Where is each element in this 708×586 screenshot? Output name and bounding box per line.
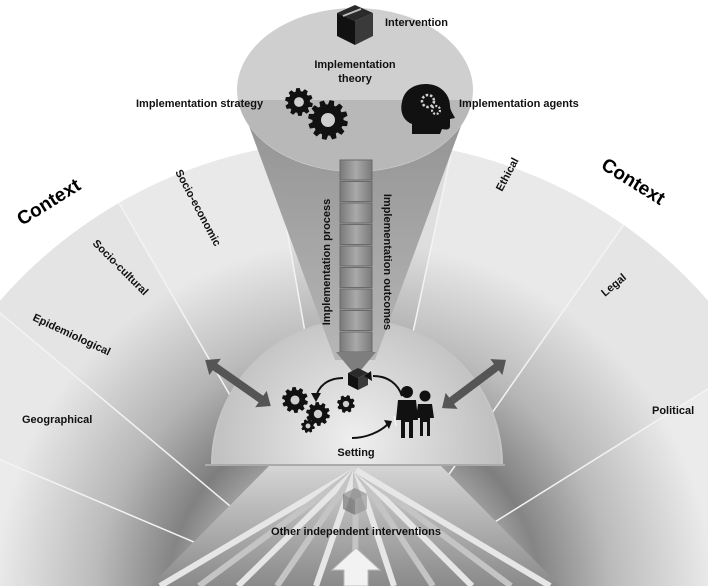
gear: [285, 88, 313, 116]
sector-divider: [0, 311, 232, 508]
bottom-ray: [197, 467, 358, 586]
process-block: [339, 181, 373, 202]
bottom-ray: [353, 468, 436, 586]
gears-icon: [282, 387, 355, 433]
outcomes-label: Implementation outcomes: [381, 194, 393, 330]
gear: [306, 402, 330, 426]
strategy-label: Implementation strategy: [136, 98, 264, 110]
gear: [301, 419, 315, 433]
box-icon: [348, 368, 368, 390]
process-block: [339, 202, 373, 224]
bottom-ray: [235, 467, 359, 586]
process-block: [339, 310, 373, 331]
bottom-ray: [354, 467, 513, 586]
process-block: [339, 224, 373, 245]
agents-label: Implementation agents: [459, 98, 579, 110]
box-icon: [337, 5, 373, 45]
bottom-ray: [353, 467, 475, 586]
process-block: [339, 267, 373, 288]
context-title-left: Context: [14, 175, 86, 231]
segment-political: Political: [652, 405, 694, 417]
bottom-ray: [313, 469, 359, 586]
process-down-arrow: [336, 352, 376, 376]
process-label: Implementation process: [321, 199, 333, 326]
gear: [337, 395, 355, 413]
process-column: [339, 159, 373, 353]
gear: [282, 387, 308, 413]
sector-divider: [489, 387, 708, 526]
theory-title-line2: theory: [338, 73, 373, 85]
segment-geographical: Geographical: [22, 414, 92, 426]
people-icon: [393, 386, 434, 438]
bottom-ray: [354, 467, 552, 586]
head-gears-icon: [401, 84, 455, 134]
left-double-arrow: [205, 358, 271, 408]
context-title-right: Context: [597, 154, 669, 210]
process-block: [339, 331, 373, 353]
cycle-arrow-icon: [311, 371, 403, 439]
intervention-label: Intervention: [385, 17, 448, 29]
theory-title-line1: Implementation: [314, 59, 396, 71]
process-block: [339, 159, 373, 181]
up-arrow-icon: [330, 547, 382, 586]
bottom-ray: [353, 469, 397, 586]
other-interventions-label: Other independent interventions: [271, 526, 441, 538]
setting-label: Setting: [337, 447, 374, 459]
gear: [308, 100, 348, 140]
sector-divider: [0, 458, 208, 549]
process-block: [339, 288, 373, 310]
gears-icon: [285, 88, 348, 140]
box-icon: [343, 488, 367, 515]
bottom-ray: [274, 468, 359, 586]
right-double-arrow: [442, 359, 506, 409]
process-block: [339, 245, 373, 267]
bottom-ray: [158, 467, 358, 586]
